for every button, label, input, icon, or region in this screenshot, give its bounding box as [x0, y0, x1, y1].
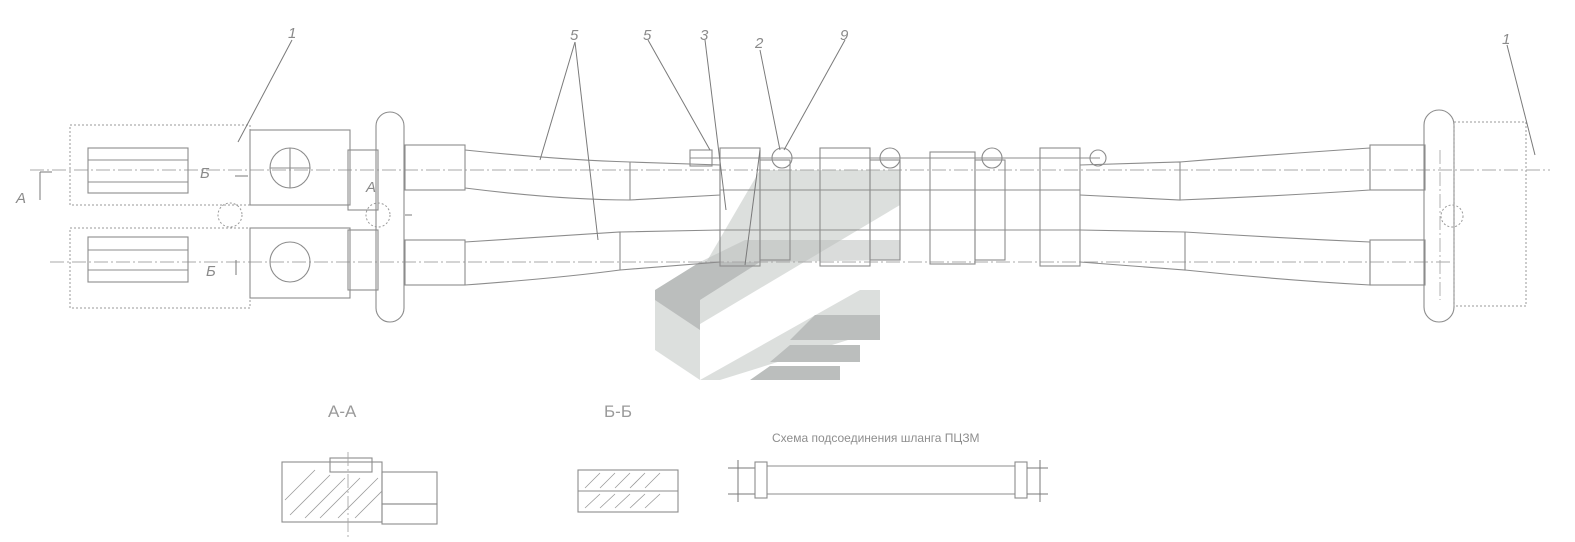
coupling-nut-2 — [879, 147, 901, 169]
lower-hose-right — [1079, 229, 1426, 286]
logo-upper-chevron — [700, 240, 900, 262]
section-marks — [39, 171, 412, 275]
callout-coupling-c: 2 — [754, 35, 764, 52]
coupling-nut-4 — [1089, 149, 1107, 167]
marker-a-left: A — [15, 190, 26, 207]
section-bb-label: Б-Б — [604, 402, 632, 421]
leader-lines — [237, 39, 1536, 266]
left-housing — [69, 124, 391, 309]
upper-hose-left — [404, 144, 721, 201]
callout-coupling-a: 5 — [643, 27, 652, 44]
watermark-logo — [655, 170, 900, 380]
left-clamp — [375, 111, 405, 323]
connection-scheme — [728, 460, 1048, 502]
logo-top-band — [690, 170, 900, 330]
marker-b-top: Б — [200, 165, 210, 182]
central-coupling-assembly — [689, 147, 1107, 267]
section-aa-label: А-А — [328, 402, 357, 421]
marker-a-mid: A — [365, 179, 376, 196]
callout-left: 1 — [288, 25, 296, 42]
connection-scheme-caption: Схема подсоединения шланга ПЦЗМ — [772, 431, 980, 445]
logo-stripe-3 — [750, 366, 840, 380]
coupling-nut-1 — [771, 147, 793, 169]
upper-hose-right — [1079, 144, 1426, 201]
section-bb-view — [577, 469, 679, 513]
marker-b-bottom: Б — [206, 263, 216, 280]
callout-coupling-d: 9 — [840, 27, 849, 44]
logo-left-stem — [655, 300, 700, 380]
callout-right: 1 — [1502, 31, 1510, 48]
callout-coupling-b: 3 — [700, 27, 709, 44]
callout-hoses: 5 — [570, 27, 579, 44]
lower-hose-left — [404, 229, 721, 286]
section-aa-view — [281, 452, 438, 540]
logo-mid-band — [655, 262, 760, 330]
coupling-nut-3 — [981, 147, 1003, 169]
logo-bottom-band — [700, 290, 880, 380]
logo-stripe-2 — [770, 345, 860, 362]
right-end-block — [1423, 109, 1527, 323]
logo-stripe-1 — [790, 315, 880, 340]
